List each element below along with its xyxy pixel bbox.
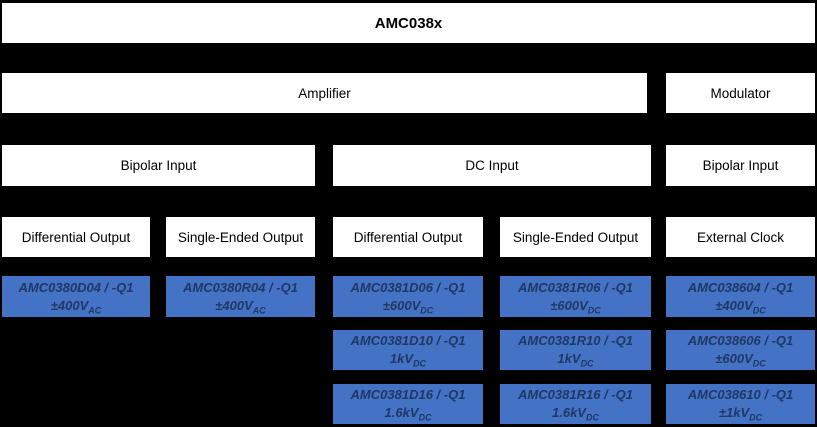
- amplifier-branch-label: Amplifier: [298, 85, 351, 101]
- part-number: AMC0380R04 / -Q1: [183, 279, 298, 295]
- part-node-amc0381d10: AMC0381D10 / -Q1 1kVDC: [333, 330, 483, 370]
- bipolar-input-left-label: Bipolar Input: [120, 158, 197, 173]
- part-number: AMC0381D10 / -Q1: [350, 333, 466, 349]
- part-node-amc0381d16: AMC0381D16 / -Q1 1.6kVDC: [333, 384, 483, 424]
- part-node-amc0380d04: AMC0380D04 / -Q1 ±400VAC: [2, 276, 150, 317]
- output-label: Single-Ended Output: [177, 229, 304, 245]
- output-label: Differential Output: [21, 229, 131, 245]
- modulator-branch-label: Modulator: [710, 85, 771, 101]
- part-voltage: ±600VDC: [715, 351, 766, 369]
- part-voltage: 1.6kVDC: [552, 405, 599, 423]
- output-label: Differential Output: [353, 229, 463, 245]
- part-node-amc0381r10: AMC0381R10 / -Q1 1kVDC: [500, 330, 651, 370]
- part-voltage: ±600VDC: [382, 297, 434, 316]
- part-voltage: ±1kVDC: [718, 405, 763, 423]
- part-voltage: 1kVDC: [389, 351, 427, 369]
- output-label: Single-Ended Output: [512, 229, 639, 245]
- part-number: AMC038604 / -Q1: [687, 279, 794, 295]
- part-number: AMC0381R10 / -Q1: [518, 333, 633, 349]
- output-node-single-ended-2: Single-Ended Output: [500, 217, 651, 257]
- output-node-differential-1: Differential Output: [2, 217, 150, 257]
- bipolar-input-left-node: Bipolar Input: [2, 145, 315, 186]
- part-node-amc0381r06: AMC0381R06 / -Q1 ±600VDC: [500, 276, 651, 317]
- part-node-amc0381r16: AMC0381R16 / -Q1 1.6kVDC: [500, 384, 651, 424]
- part-number: AMC038606 / -Q1: [687, 333, 794, 349]
- family-title-node: AMC038x: [2, 3, 815, 43]
- part-node-amc038606: AMC038606 / -Q1 ±600VDC: [666, 330, 815, 370]
- part-node-amc038604: AMC038604 / -Q1 ±400VDC: [666, 276, 815, 317]
- part-number: AMC0381R06 / -Q1: [518, 279, 633, 295]
- output-node-differential-2: Differential Output: [333, 217, 483, 257]
- output-node-external-clock: External Clock: [666, 217, 815, 257]
- part-voltage: ±600VDC: [550, 297, 601, 316]
- part-number: AMC038610 / -Q1: [687, 387, 794, 403]
- part-voltage: 1.6kVDC: [384, 405, 432, 423]
- part-number: AMC0381D06 / -Q1: [350, 279, 466, 295]
- dc-input-label: DC Input: [465, 158, 519, 173]
- bipolar-input-right-label: Bipolar Input: [702, 158, 779, 173]
- output-node-single-ended-1: Single-Ended Output: [166, 217, 315, 257]
- output-label: External Clock: [696, 229, 785, 245]
- bipolar-input-right-node: Bipolar Input: [666, 145, 815, 186]
- part-node-amc0380r04: AMC0380R04 / -Q1 ±400VAC: [166, 276, 315, 317]
- amplifier-branch-node: Amplifier: [2, 73, 647, 113]
- part-number: AMC0380D04 / -Q1: [18, 279, 134, 295]
- family-title-label: AMC038x: [374, 14, 443, 32]
- part-node-amc0381d06: AMC0381D06 / -Q1 ±600VDC: [333, 276, 483, 317]
- modulator-branch-node: Modulator: [666, 73, 815, 113]
- part-voltage: ±400VAC: [50, 297, 102, 316]
- part-voltage: ±400VDC: [715, 297, 766, 316]
- dc-input-node: DC Input: [333, 145, 651, 186]
- part-node-amc038610: AMC038610 / -Q1 ±1kVDC: [666, 384, 815, 424]
- part-voltage: 1kVDC: [557, 351, 594, 369]
- part-voltage: ±400VAC: [215, 297, 266, 316]
- part-number: AMC0381R16 / -Q1: [518, 387, 633, 403]
- part-number: AMC0381D16 / -Q1: [350, 387, 466, 403]
